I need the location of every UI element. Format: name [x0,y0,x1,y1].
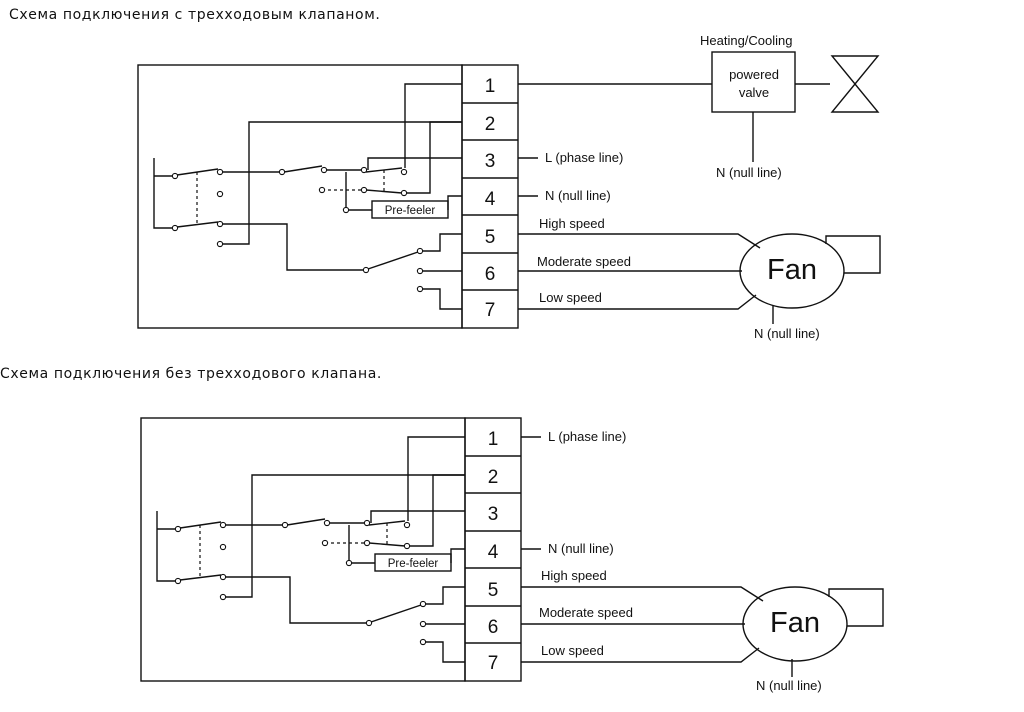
diagram1-pre-feeler-label: Pre-feeler [385,205,436,217]
diagram1-powered-valve [711,51,796,113]
diagram1-heading: Схема подключения с трехходовым клапаном… [9,7,380,23]
diagram2-terminal-6: 6 [488,617,499,638]
diagram2-terminal-7: 7 [488,653,499,674]
diagram2-internal-wiring: Pre-feeler [156,436,465,663]
diagram1-internal-wiring: Pre-feeler [153,83,462,310]
diagram1-external-wiring [518,51,881,324]
diagram1-fan-null: N (null line) [754,326,820,341]
diagram1-high-speed: High speed [539,216,605,231]
diagram1-terminal-3: 3 [485,151,496,172]
diagram2-low-speed: Low speed [541,643,604,658]
diagram2-moderate-speed: Moderate speed [539,605,633,620]
diagram2-terminal-2: 2 [488,467,499,488]
diagram2-pre-feeler-label: Pre-feeler [388,558,439,570]
diagram1-terminal-5: 5 [485,227,496,248]
diagram2-high-speed: High speed [541,568,607,583]
diagram1-valve-line2: valve [739,85,769,100]
diagram2-terminal-5: 5 [488,580,499,601]
diagram1-controller-box [137,64,463,329]
diagram1-terminal-7: 7 [485,300,496,321]
diagram1-terminal-6: 6 [485,264,496,285]
diagram1-fan [739,233,845,309]
diagram2: 1 2 3 4 5 6 7 Pre-fee [140,417,884,693]
diagram1-terminal-block: 1 2 3 4 5 6 7 [461,64,519,329]
diagram2-terminal-3: 3 [488,504,499,525]
diagram1-valve-line1: powered [729,67,779,82]
diagram1-terminal-1: 1 [485,76,496,97]
diagram2-terminal-block: 1 2 3 4 5 6 7 [464,417,522,682]
diagram1-fan-label: Fan [767,254,817,286]
diagram2-heading: Схема подключения без трехходового клапа… [0,366,382,382]
diagram1-terminal-2: 2 [485,114,496,135]
diagram2-phase-line: L (phase line) [548,429,626,444]
diagram2-null-line: N (null line) [548,541,614,556]
diagram2-fan [742,586,848,662]
diagram2-external-wiring [521,436,884,677]
diagram1: 1 2 3 4 5 6 7 [137,33,881,341]
diagram1-null-line: N (null line) [545,188,611,203]
diagram1-phase-line: L (phase line) [545,150,623,165]
diagram2-controller-box [140,417,466,682]
diagram1-moderate-speed: Moderate speed [537,254,631,269]
diagram2-fan-null: N (null line) [756,678,822,693]
diagram1-terminal-4: 4 [485,189,496,210]
diagram1-valve-symbol [830,55,880,86]
diagram2-terminal-4: 4 [488,542,499,563]
diagram1-valve-heading: Heating/Cooling [700,33,793,48]
diagram2-fan-label: Fan [770,607,820,639]
diagram1-valve-null: N (null line) [716,165,782,180]
diagram1-low-speed: Low speed [539,290,602,305]
diagram2-terminal-1: 1 [488,429,499,450]
